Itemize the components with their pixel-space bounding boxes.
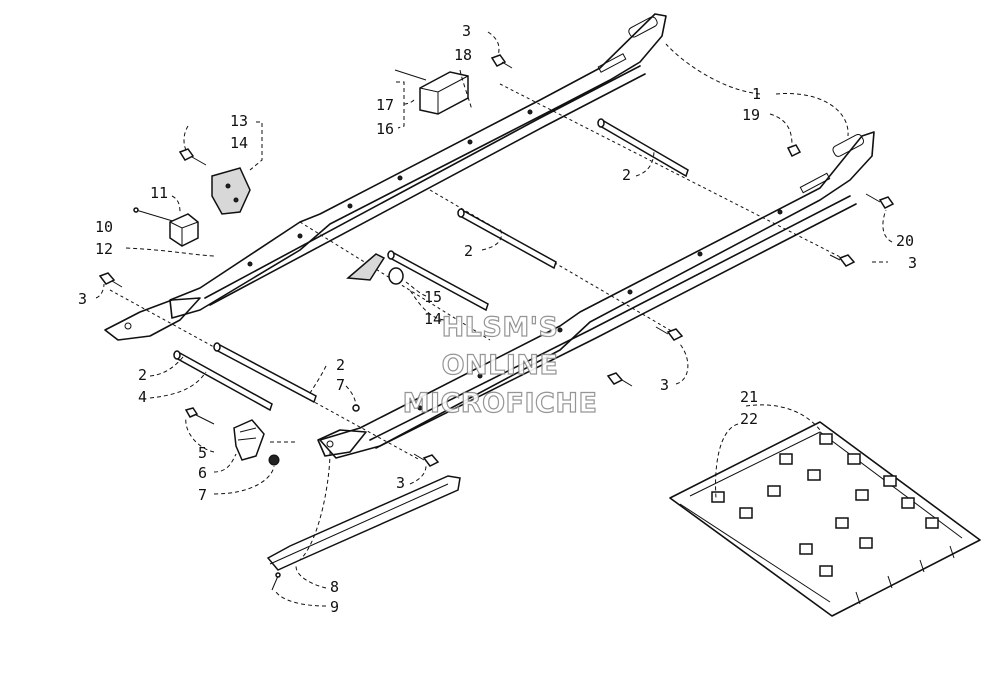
bolt-top-rear [490, 54, 513, 69]
callout-16: 16 [376, 120, 394, 138]
watermark-line-3: MICROFICHE [403, 388, 598, 419]
bolt-20 [865, 193, 895, 209]
callout-17: 17 [376, 96, 394, 114]
slide-rail-far [169, 13, 667, 319]
wear-strip [266, 475, 461, 591]
cross-shaft-middle [429, 189, 681, 337]
block-11 [169, 213, 199, 247]
callout-12: 12 [95, 240, 113, 258]
bolt-near-tip [413, 453, 440, 467]
callout-9: 9 [330, 598, 339, 616]
bolt-lower-mid [606, 372, 633, 387]
callout-7: 7 [198, 486, 207, 504]
bolt-right-rear [829, 254, 856, 267]
slide-rail-near [317, 131, 875, 459]
bolt-19 [786, 144, 802, 158]
watermark: HLSM'S ONLINE MICROFICHE [402, 311, 598, 419]
callout-3: 3 [396, 474, 405, 492]
callout-15: 15 [424, 288, 442, 306]
callout-3: 3 [462, 22, 471, 40]
callout-1: 1 [752, 85, 761, 103]
callout-3: 3 [78, 290, 87, 308]
callout-2: 2 [622, 166, 631, 184]
cross-shaft-front-lower [109, 289, 421, 461]
cross-shaft-front-upper [299, 221, 491, 341]
callout-7: 7 [336, 376, 345, 394]
callout-2: 2 [464, 242, 473, 260]
track [669, 421, 981, 617]
bolt-front-left [98, 272, 123, 288]
callout-labels: 1 19 3 18 17 16 2 2 20 3 13 14 11 10 12 … [78, 22, 917, 616]
callout-11: 11 [150, 184, 168, 202]
leader-lines [95, 31, 893, 607]
bolt-10 [133, 207, 177, 223]
callout-6: 6 [198, 464, 207, 482]
watermark-line-2: ONLINE [442, 350, 559, 381]
bracket-14 [211, 167, 251, 215]
bolt-5 [184, 407, 215, 425]
watermark-line-1: HLSM'S [442, 312, 559, 343]
callout-21: 21 [740, 388, 758, 406]
callout-13: 13 [230, 112, 248, 130]
callout-10: 10 [95, 218, 113, 236]
block-18 [419, 71, 469, 115]
bumper-5-6 [233, 419, 280, 466]
bracket-15 [346, 253, 404, 285]
callout-22: 22 [740, 410, 758, 428]
bolt-mid [655, 326, 684, 341]
callout-5: 5 [198, 444, 207, 462]
bolt-17 [394, 69, 427, 81]
callout-2: 2 [336, 356, 345, 374]
bolt-13 [178, 148, 207, 166]
callout-2: 2 [138, 366, 147, 384]
callout-3: 3 [908, 254, 917, 272]
callout-19: 19 [742, 106, 760, 124]
callout-20: 20 [896, 232, 914, 250]
track-clips [711, 433, 939, 577]
cross-shaft-rear [499, 83, 851, 263]
rail-front-tip-far [104, 297, 201, 341]
callout-14: 14 [424, 310, 442, 328]
callout-18: 18 [454, 46, 472, 64]
callout-14: 14 [230, 134, 248, 152]
callout-3: 3 [660, 376, 669, 394]
callout-4: 4 [138, 388, 147, 406]
callout-8: 8 [330, 578, 339, 596]
